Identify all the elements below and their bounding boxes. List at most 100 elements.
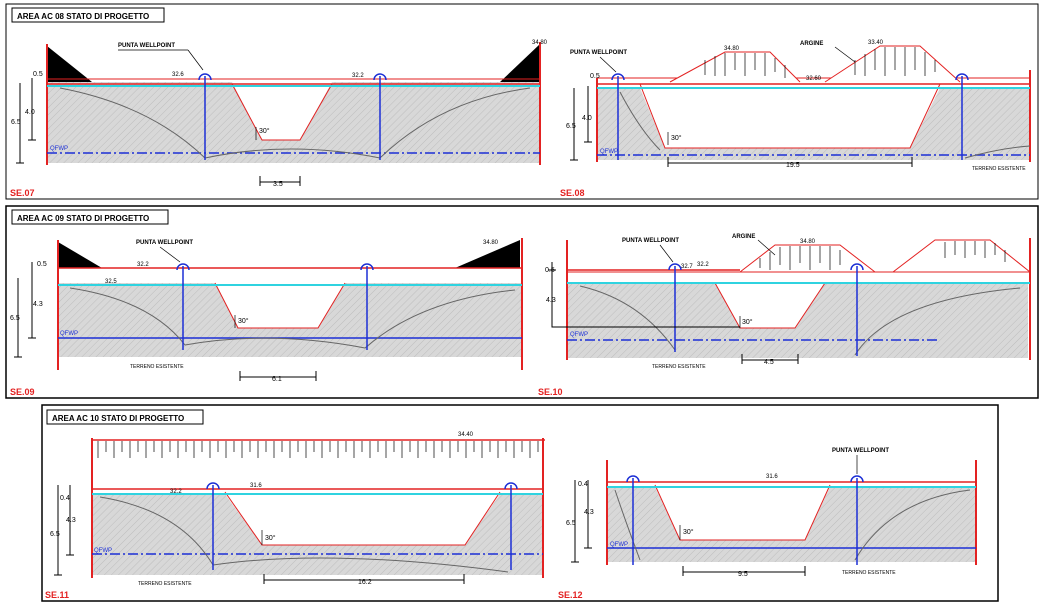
level-label: 34.80 bbox=[800, 239, 816, 245]
fwp-label: QFWP bbox=[610, 542, 628, 548]
wellpoint-head-icon bbox=[955, 73, 969, 81]
dim-label: 0.4 bbox=[578, 481, 588, 488]
svg-text:AREA AC 09 STATO DI PROGETTO: AREA AC 09 STATO DI PROGETTO bbox=[17, 214, 149, 223]
panel-frame-ac08 bbox=[5, 3, 1039, 200]
slope-label: 30° bbox=[742, 318, 753, 326]
section-se07: PUNTA WELLPOINT 32.6 32.2 34.80 30° QFWP… bbox=[10, 40, 548, 198]
wellpoint-head-icon bbox=[850, 475, 864, 483]
slope-label: 30° bbox=[259, 127, 270, 135]
soil-body bbox=[567, 283, 1028, 358]
embankment-left bbox=[58, 242, 102, 268]
dim-label: 6.5 bbox=[11, 119, 21, 126]
dim-label: 0.5 bbox=[33, 71, 43, 78]
level-label: 34.80 bbox=[483, 240, 499, 246]
level-label: 33.40 bbox=[868, 40, 884, 46]
dim-label: 0.5 bbox=[545, 267, 555, 274]
width-label: 4.5 bbox=[764, 359, 774, 366]
wellpoint-head-icon bbox=[360, 263, 374, 271]
drawdown-curve bbox=[619, 91, 1031, 159]
wellpoint-head-icon bbox=[504, 482, 518, 490]
level-label: 34.80 bbox=[532, 40, 548, 46]
wellpoint-head-icon bbox=[850, 263, 864, 271]
panel-title-ac08: AREA AC 08 STATO DI PROGETTO bbox=[11, 7, 165, 23]
embankment-right bbox=[455, 240, 520, 268]
section-label: SE.09 bbox=[10, 387, 35, 397]
dim-label: 6.5 bbox=[566, 520, 576, 527]
fwp-label: QFWP bbox=[600, 149, 618, 155]
slope-label: 30° bbox=[238, 317, 249, 325]
slope-label: 30° bbox=[265, 534, 276, 542]
drawdown-curve bbox=[69, 287, 516, 349]
soil-body bbox=[597, 88, 1030, 160]
panel-frame-ac10 bbox=[41, 404, 999, 602]
wellpoint-head-icon bbox=[176, 263, 190, 271]
level-label: 31.6 bbox=[766, 474, 778, 480]
wellpoint-head-icon bbox=[198, 73, 212, 81]
embankment-ticks bbox=[97, 441, 539, 458]
width-label: 9.5 bbox=[738, 571, 748, 578]
dim-label: 4.0 bbox=[582, 115, 592, 122]
terreno-label: TERRENO ESISTENTE bbox=[842, 570, 896, 576]
width-label: 6.1 bbox=[272, 376, 282, 383]
section-label: SE.10 bbox=[538, 387, 563, 397]
level-label: 32.2 bbox=[170, 489, 182, 495]
section-se12: PUNTA WELLPOINT 31.6 30° QFWP TERRENO ES… bbox=[558, 448, 977, 600]
wellpoint-head-icon bbox=[373, 73, 387, 81]
embankment-argine-right bbox=[824, 45, 961, 83]
wellpoint-label: PUNTA WELLPOINT bbox=[570, 50, 627, 56]
argine-label: ARGINE bbox=[800, 41, 823, 47]
section-se08: PUNTA WELLPOINT ARGINE 34.80 33.40 32.60… bbox=[560, 40, 1031, 198]
wellpoint-head-icon bbox=[206, 482, 220, 490]
fwp-label: QFWP bbox=[94, 548, 112, 554]
level-label: 32.2 bbox=[137, 262, 149, 268]
level-label: 32.5 bbox=[105, 279, 117, 285]
dim-label: 4.3 bbox=[584, 509, 594, 516]
wellpoint-label: PUNTA WELLPOINT bbox=[118, 43, 175, 49]
level-label: 31.6 bbox=[250, 483, 262, 489]
embankment-argine-right bbox=[892, 239, 1031, 273]
dim-label: 4.0 bbox=[25, 109, 35, 116]
level-label: 32.7 bbox=[681, 264, 693, 270]
section-label: SE.07 bbox=[10, 188, 35, 198]
level-label: 32.60 bbox=[806, 76, 822, 82]
dim-label: 6.5 bbox=[566, 123, 576, 130]
drawdown-curve bbox=[99, 496, 509, 573]
panel-title-ac10: AREA AC 10 STATO DI PROGETTO bbox=[46, 409, 204, 425]
fwp-label: QFWP bbox=[60, 331, 78, 337]
terreno-label: TERRENO ESISTENTE bbox=[972, 166, 1026, 172]
embankment-left bbox=[47, 46, 92, 82]
width-label: 3.5 bbox=[273, 181, 283, 188]
argine-label: ARGINE bbox=[732, 234, 755, 240]
terreno-label: TERRENO ESISTENTE bbox=[652, 364, 706, 370]
level-label: 32.6 bbox=[172, 72, 184, 78]
width-label: 19.5 bbox=[786, 162, 800, 169]
dim-label: 4.3 bbox=[33, 301, 43, 308]
terreno-label: TERRENO ESISTENTE bbox=[138, 581, 192, 587]
wellpoint-head-icon bbox=[611, 73, 625, 81]
level-label: 34.40 bbox=[458, 432, 474, 438]
section-label: SE.08 bbox=[560, 188, 585, 198]
svg-text:AREA AC 08 STATO DI PROGETTO: AREA AC 08 STATO DI PROGETTO bbox=[17, 12, 149, 21]
level-label: 34.80 bbox=[724, 46, 740, 52]
dim-label: 0.5 bbox=[37, 261, 47, 268]
wellpoint-label: PUNTA WELLPOINT bbox=[832, 448, 889, 454]
soil-body bbox=[47, 82, 540, 163]
dim-label: 4.3 bbox=[66, 517, 76, 524]
soil-body bbox=[92, 494, 543, 575]
level-label: 32.2 bbox=[352, 73, 364, 79]
embankment-right bbox=[500, 44, 540, 82]
dim-label: 0.4 bbox=[60, 495, 70, 502]
soil-body bbox=[607, 487, 976, 562]
panel-frame-ac09 bbox=[5, 205, 1039, 399]
drawdown-curve bbox=[614, 489, 971, 561]
wellpoint-label: PUNTA WELLPOINT bbox=[622, 238, 679, 244]
section-label: SE.12 bbox=[558, 590, 583, 600]
embankment-argine-left bbox=[739, 244, 876, 273]
terreno-label: TERRENO ESISTENTE bbox=[130, 364, 184, 370]
drawdown-curve bbox=[579, 285, 1021, 356]
slope-label: 30° bbox=[671, 134, 682, 142]
section-se09: PUNTA WELLPOINT 32.2 32.5 34.80 30° QFWP… bbox=[10, 238, 523, 397]
wellpoint-label: PUNTA WELLPOINT bbox=[136, 240, 193, 246]
level-label: 32.2 bbox=[697, 262, 709, 268]
